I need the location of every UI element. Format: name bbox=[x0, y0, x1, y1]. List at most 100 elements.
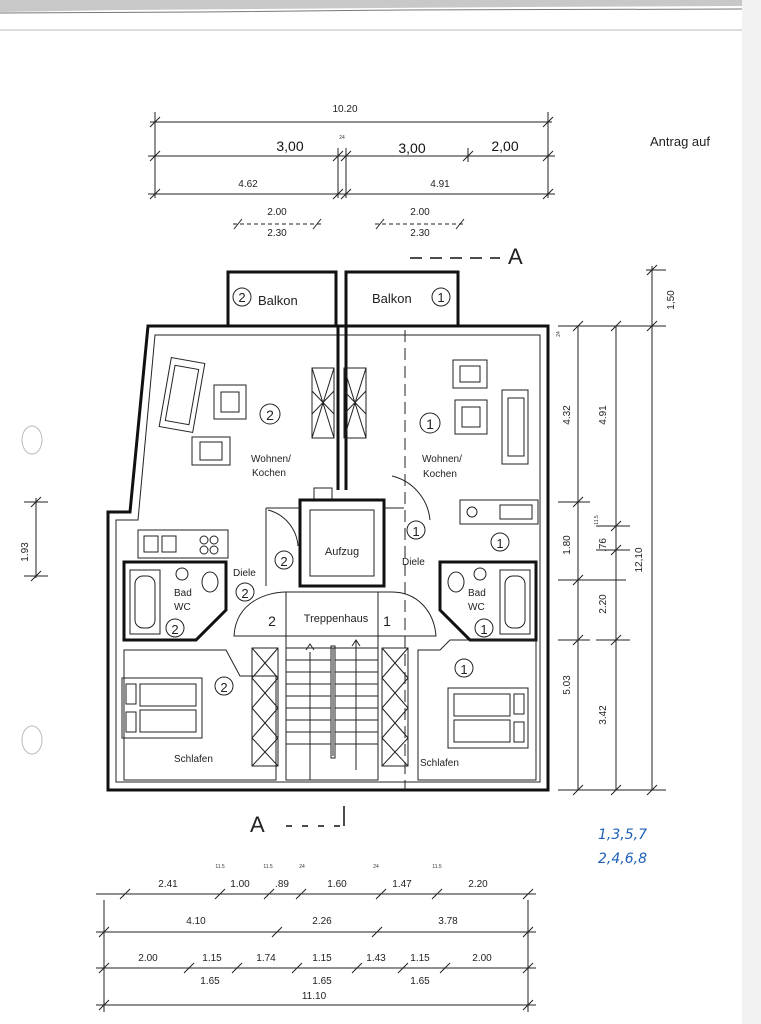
diele-right-label: Diele bbox=[402, 557, 425, 568]
bad-right-label-2: WC bbox=[468, 602, 485, 613]
schlafen-right-number: 1 bbox=[460, 662, 467, 677]
left-dimension: 1.93 bbox=[20, 496, 48, 582]
dim-b2-1: 2.26 bbox=[312, 916, 332, 927]
dim-seg-3: 2,00 bbox=[491, 138, 518, 154]
dim-right-a2: 4.91 bbox=[598, 405, 609, 425]
dim-b3-6: 2.00 bbox=[472, 953, 492, 964]
balcony-left: 2 Balkon bbox=[226, 270, 338, 328]
bad-left-label-1: Bad bbox=[174, 588, 192, 599]
building-outline bbox=[106, 324, 550, 792]
dim-right-a3: 1.80 bbox=[562, 535, 573, 555]
dim-b3-0: 2.00 bbox=[138, 953, 158, 964]
aufzug-label: Aufzug bbox=[325, 546, 359, 558]
dim-b4-1: 1.65 bbox=[312, 976, 332, 987]
kitchen-left bbox=[137, 529, 229, 559]
dim-window-1a: 2.00 bbox=[267, 207, 287, 218]
dim-b1s-2: 24 bbox=[299, 864, 305, 870]
section-marker-bottom: A bbox=[250, 806, 345, 837]
dim-left: 1.93 bbox=[20, 542, 31, 562]
dim-wall-thickness: 24 bbox=[339, 135, 345, 141]
balcony-right: Balkon 1 bbox=[344, 270, 460, 328]
top-dimension-chain: 10.20 3,00 3,00 2,00 24 4.62 4.91 2.00 2… bbox=[148, 104, 555, 239]
dim-inner-2: 4.91 bbox=[430, 179, 450, 190]
shafts bbox=[251, 647, 409, 767]
bad-right-number: 1 bbox=[480, 622, 487, 637]
dim-right-a4: .76 bbox=[598, 538, 609, 552]
bottom-dimension-chain: 2.41 1.00 .89 1.60 1.47 2.20 11.5 11.5 2… bbox=[96, 864, 536, 1012]
binder-hole-bottom bbox=[21, 725, 43, 755]
bad-left-number: 2 bbox=[171, 622, 178, 637]
balcony-left-label: Balkon bbox=[258, 293, 298, 308]
antrag-note: Antrag auf bbox=[650, 134, 710, 149]
bad-right-label-1: Bad bbox=[468, 588, 486, 599]
section-label-bottom: A bbox=[250, 812, 265, 837]
schlafen-left-label: Schlafen bbox=[174, 754, 213, 765]
scan-noise-band bbox=[0, 0, 742, 16]
bad-left-label-2: WC bbox=[174, 602, 191, 613]
binder-hole-top bbox=[21, 425, 43, 455]
right-dimension-chain: 1,50 4.32 4.91 1.80 .76 2.20 5.03 3.42 1… bbox=[556, 264, 677, 796]
dim-bottom-total: 11.10 bbox=[302, 991, 327, 1002]
treppenhaus-left-number: 2 bbox=[268, 613, 276, 629]
balcony-right-label: Balkon bbox=[372, 291, 412, 306]
dim-b2-2: 3.78 bbox=[438, 916, 458, 927]
bedroom-right bbox=[417, 639, 537, 781]
dim-b1s-4: 11.5 bbox=[432, 864, 442, 870]
dim-balkon-depth: 1,50 bbox=[666, 290, 677, 310]
diele-right-number: 1 bbox=[496, 536, 503, 551]
dim-b2-0: 4.10 bbox=[186, 916, 206, 927]
dim-right-t1: 24 bbox=[556, 331, 562, 337]
dim-b1s-3: 24 bbox=[373, 864, 379, 870]
dim-right-t2: 11.5 bbox=[594, 515, 600, 525]
treppenhaus-label: Treppenhaus bbox=[304, 613, 369, 625]
drawing-sheet: 10.20 3,00 3,00 2,00 24 4.62 4.91 2.00 2… bbox=[0, 0, 742, 1024]
diele-left-label: Diele bbox=[233, 568, 256, 579]
dim-seg-2: 3,00 bbox=[398, 140, 425, 156]
dim-window-2b: 2.30 bbox=[410, 228, 430, 239]
stairwell bbox=[233, 591, 437, 781]
dim-right-a1: 4.32 bbox=[562, 405, 573, 425]
dim-b3-2: 1.74 bbox=[256, 953, 276, 964]
schlafen-right-label: Schlafen bbox=[420, 758, 459, 769]
dim-b1s-1: 11.5 bbox=[263, 864, 273, 870]
wohnen-left-number: 2 bbox=[266, 407, 274, 423]
balcony-right-number: 1 bbox=[437, 290, 444, 305]
dim-right-a5: 2.20 bbox=[598, 594, 609, 614]
balcony-left-number: 2 bbox=[238, 290, 245, 305]
dim-b1-4: 1.47 bbox=[392, 879, 412, 890]
floor-plan: 10.20 3,00 3,00 2,00 24 4.62 4.91 2.00 2… bbox=[0, 29, 742, 1012]
dim-b1-2: .89 bbox=[275, 879, 289, 890]
section-label-top: A bbox=[508, 244, 523, 269]
dim-b3-5: 1.15 bbox=[410, 953, 430, 964]
wohnen-left-label-2: Kochen bbox=[252, 468, 286, 479]
handwritten-line-1: 1,3,5,7 bbox=[598, 827, 647, 843]
elevator-core: Aufzug bbox=[265, 475, 431, 588]
treppenhaus-right-number: 1 bbox=[383, 613, 391, 629]
dim-total-width: 10.20 bbox=[332, 104, 357, 115]
dim-right-total: 12,10 bbox=[634, 547, 645, 572]
dim-b4-0: 1.65 bbox=[200, 976, 220, 987]
dim-b1-3: 1.60 bbox=[327, 879, 347, 890]
dim-window-2a: 2.00 bbox=[410, 207, 430, 218]
dim-b1-0: 2.41 bbox=[158, 879, 178, 890]
bathroom-right bbox=[438, 560, 538, 642]
dim-b3-1: 1.15 bbox=[202, 953, 222, 964]
handwritten-line-2: 2,4,6,8 bbox=[598, 851, 647, 867]
dim-b3-4: 1.43 bbox=[366, 953, 386, 964]
wohnen-right-label-1: Wohnen/ bbox=[422, 454, 462, 465]
dim-right-a6: 5.03 bbox=[562, 675, 573, 695]
wohnen-right-label-2: Kochen bbox=[423, 469, 457, 480]
dim-b1s-0: 11.5 bbox=[215, 864, 225, 870]
misc-right-number: 1 bbox=[412, 524, 419, 539]
dim-b1-5: 2.20 bbox=[468, 879, 488, 890]
dim-seg-1: 3,00 bbox=[276, 138, 303, 154]
dim-b3-3: 1.15 bbox=[312, 953, 332, 964]
dim-right-a7: 3.42 bbox=[598, 705, 609, 725]
dim-b1-1: 1.00 bbox=[230, 879, 250, 890]
misc-left-number: 2 bbox=[280, 554, 287, 569]
schlafen-left-number: 2 bbox=[220, 680, 227, 695]
furniture-right-living bbox=[452, 359, 539, 525]
furniture-left-living bbox=[158, 357, 367, 501]
bedroom-left bbox=[121, 649, 277, 781]
dim-b4-2: 1.65 bbox=[410, 976, 430, 987]
